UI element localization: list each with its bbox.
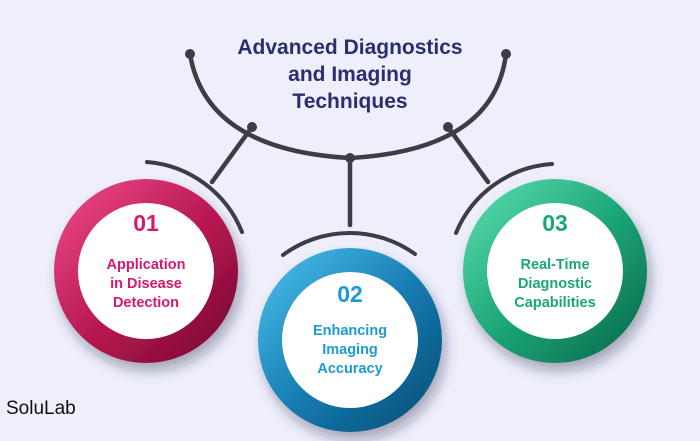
step-02-number: 02	[337, 281, 363, 307]
accent-arc-01	[145, 160, 244, 234]
step-03-number: 03	[542, 210, 568, 236]
connector-02-node	[345, 153, 355, 163]
step-02-circle	[258, 248, 442, 432]
accent-arc-03	[454, 162, 554, 235]
title-line: Techniques	[292, 90, 408, 113]
step-01-label-line: Application	[106, 257, 186, 273]
step-01-label-line: in Disease	[110, 276, 182, 292]
step-02-label: Enhancing Imaging Accuracy	[285, 322, 415, 379]
title-line: and Imaging	[288, 63, 412, 86]
step-03-circle	[463, 179, 647, 363]
hub-arc-left-node	[185, 49, 195, 59]
connector-03	[445, 124, 491, 185]
diagram-title: Advanced Diagnostics and Imaging Techniq…	[180, 34, 520, 115]
step-01-label: Application in Disease Detection	[81, 256, 211, 313]
step-01-number: 01	[133, 210, 159, 236]
connector-01-node	[247, 122, 257, 132]
step-01-label-line: Detection	[112, 295, 180, 311]
brand-logo: SoluLab	[6, 398, 76, 419]
connector-03-node	[443, 122, 453, 132]
title-line: Advanced Diagnostics	[237, 36, 463, 59]
step-02-label-line: Accuracy	[317, 361, 383, 377]
step-02-label-line: Imaging	[322, 342, 378, 358]
step-03-label: Real-Time Diagnostic Capabilities	[490, 256, 620, 313]
step-01-circle	[54, 179, 238, 363]
step-02-label-line: Enhancing	[312, 323, 388, 339]
hub-arc-right-node	[501, 49, 511, 59]
step-03-label-line: Diagnostic	[517, 276, 593, 292]
connector-01	[209, 124, 255, 185]
step-03-label-line: Capabilities	[514, 295, 596, 311]
step-03-label-line: Real-Time	[520, 257, 590, 273]
accent-arc-02	[281, 231, 417, 257]
